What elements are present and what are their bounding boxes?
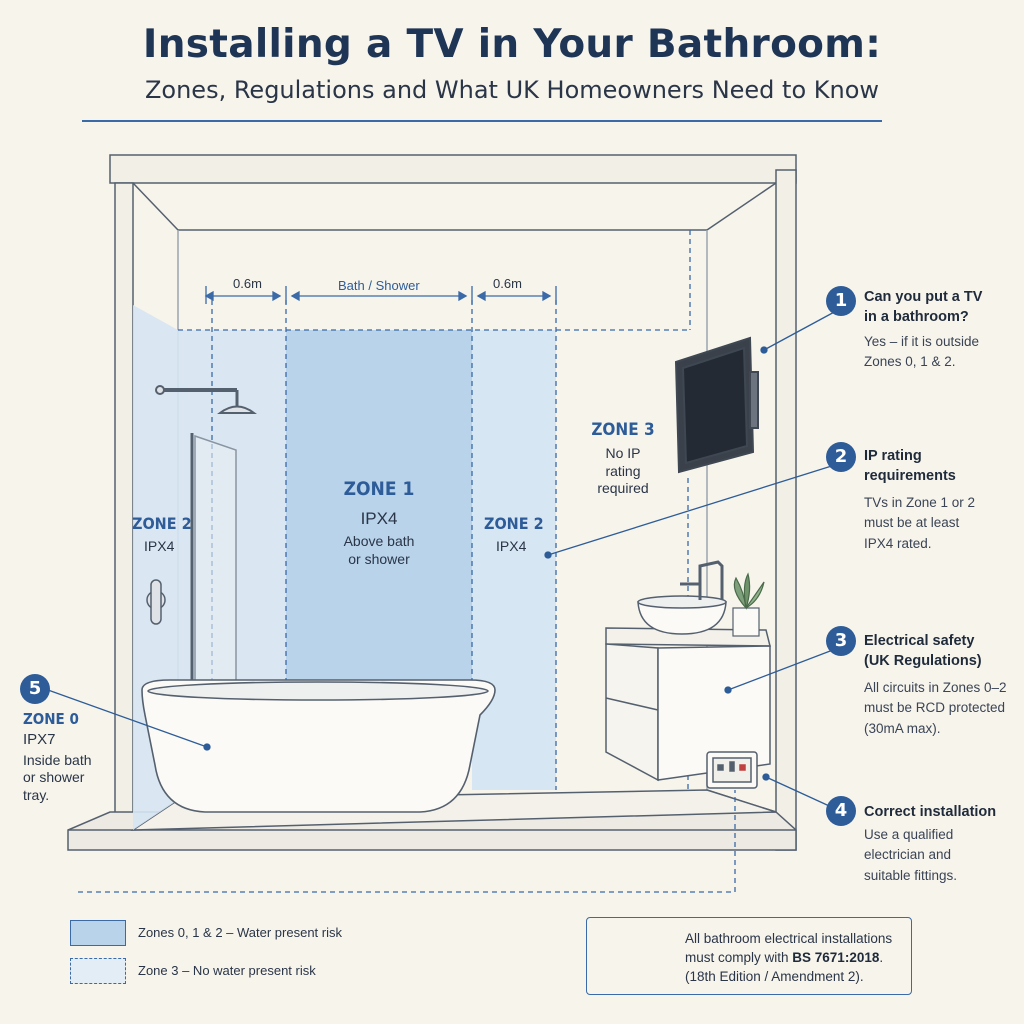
regulation-callout: All bathroom electrical installations mu… — [586, 917, 912, 995]
socket-icon — [706, 751, 758, 789]
zone0-number-badge: 5 — [20, 674, 50, 704]
info-1-title-line2: in a bathroom? — [864, 309, 969, 326]
legend-solid-swatch — [70, 920, 126, 946]
zone1-label: ZONE 1 IPX4 Above bath or shower — [286, 478, 472, 568]
zone3-line3: required — [597, 480, 649, 497]
callout-line2-prefix: must comply with — [685, 949, 793, 965]
info-3-body-line2: must be RCD protected — [864, 700, 1006, 716]
info-3-badge: 3 — [826, 626, 856, 656]
info-2-body-line3: IPX4 rated. — [864, 535, 932, 551]
plant-icon — [732, 572, 765, 637]
dimension-lines — [204, 286, 557, 304]
zone2-left-title: ZONE 2 — [132, 514, 192, 533]
callout-line2: must comply with BS 7671:2018. — [685, 949, 905, 968]
shower-head-icon — [155, 385, 257, 414]
callout-standard: BS 7671:2018 — [792, 949, 880, 965]
zone2-left-rating: IPX4 — [144, 538, 175, 554]
bathtub — [141, 679, 496, 813]
zone0-line1: Inside bath — [23, 751, 92, 768]
info-2-title: IP rating requirements — [864, 446, 1014, 487]
zone3-line1: No IP — [605, 445, 641, 462]
callout-line1: All bathroom electrical installations — [685, 931, 893, 946]
zone0-label: ZONE 0 IPX7 Inside bath or shower tray. — [23, 710, 92, 804]
info-1-title: Can you put a TV in a bathroom? — [864, 287, 1014, 328]
info-2-body: TVs in Zone 1 or 2 must be at least IPX4… — [864, 493, 1014, 554]
info-4-body: Use a qualified electrician and suitable… — [864, 825, 1014, 886]
shower-valve-icon — [146, 579, 166, 625]
dimension-middle-label: Bath / Shower — [338, 278, 420, 293]
tv-icon — [674, 336, 759, 474]
legend-dashed-label: Zone 3 – No water present risk — [138, 963, 316, 978]
zone2-right-fill — [472, 330, 556, 790]
zone1-fill — [286, 330, 472, 690]
info-2-badge: 2 — [826, 442, 856, 472]
info-3-body-line1: All circuits in Zones 0–2 — [864, 680, 1007, 695]
zone0-rating: IPX7 — [23, 730, 56, 748]
info-1-badge: 1 — [826, 286, 856, 316]
info-3-body: All circuits in Zones 0–2 must be RCD pr… — [864, 678, 1014, 739]
vanity-unit — [605, 560, 771, 782]
page-subtitle: Zones, Regulations and What UK Homeowner… — [144, 76, 880, 104]
info-1-body: Yes – if it is outside Zones 0, 1 & 2. — [864, 332, 1014, 373]
title-divider — [82, 120, 882, 122]
info-3-title: Electrical safety (UK Regulations) — [864, 631, 1014, 672]
regulation-callout-text: All bathroom electrical installations mu… — [685, 930, 905, 987]
info-4-title: Correct installation — [864, 802, 1014, 822]
zone0-line2: or shower — [23, 769, 85, 785]
zone1-rating: IPX4 — [360, 508, 398, 528]
leader-lines — [47, 309, 839, 811]
info-4-body-line1: Use a qualified — [864, 827, 954, 842]
zone1-desc-line1: Above bath — [343, 533, 415, 549]
zone2-right-rating: IPX4 — [496, 538, 527, 554]
dimension-right-label: 0.6m — [493, 276, 522, 291]
zone2-right-label: ZONE 2 IPX4 — [484, 514, 544, 556]
callout-line3: (18th Edition / Amendment 2). — [685, 968, 864, 984]
zone0-title: ZONE 0 — [23, 710, 79, 728]
info-1-body-line1: Yes – if it is outside — [864, 334, 980, 349]
info-4-body-line3: suitable fittings. — [864, 867, 958, 883]
shower-screen — [190, 433, 237, 691]
info-3-title-line1: Electrical safety — [864, 633, 975, 649]
info-2-body-line2: must be at least — [864, 515, 960, 531]
zone3-label: ZONE 3 No IP rating required — [583, 420, 663, 498]
zone1-desc-line2: or shower — [348, 550, 410, 567]
info-4-badge: 4 — [826, 796, 856, 826]
zone2-right-title: ZONE 2 — [484, 514, 544, 533]
info-3-title-line2: (UK Regulations) — [864, 653, 982, 670]
info-2-body-line1: TVs in Zone 1 or 2 — [864, 495, 976, 510]
info-2-title-line1: IP rating — [864, 448, 922, 464]
legend-dashed-swatch — [70, 958, 126, 984]
info-1-body-line2: Zones 0, 1 & 2. — [864, 354, 956, 370]
zone2-left-label: ZONE 2 IPX4 — [132, 514, 192, 556]
zone3-line2: rating — [605, 462, 641, 479]
page-title: Installing a TV in Your Bathroom: — [142, 22, 882, 67]
info-3-body-line3: (30mA max). — [864, 720, 941, 736]
info-2-title-line2: requirements — [864, 468, 956, 485]
info-4-title-line1: Correct installation — [864, 804, 997, 820]
info-1-title-line1: Can you put a TV — [864, 289, 983, 305]
zone0-line3: tray. — [23, 786, 50, 803]
legend-solid-label: Zones 0, 1 & 2 – Water present risk — [138, 925, 342, 940]
callout-line2-suffix: . — [879, 949, 884, 965]
info-4-body-line2: electrician and — [864, 847, 952, 863]
zone1-title: ZONE 1 — [343, 478, 415, 500]
dimension-left-label: 0.6m — [233, 276, 262, 291]
zone3-title: ZONE 3 — [591, 420, 655, 440]
